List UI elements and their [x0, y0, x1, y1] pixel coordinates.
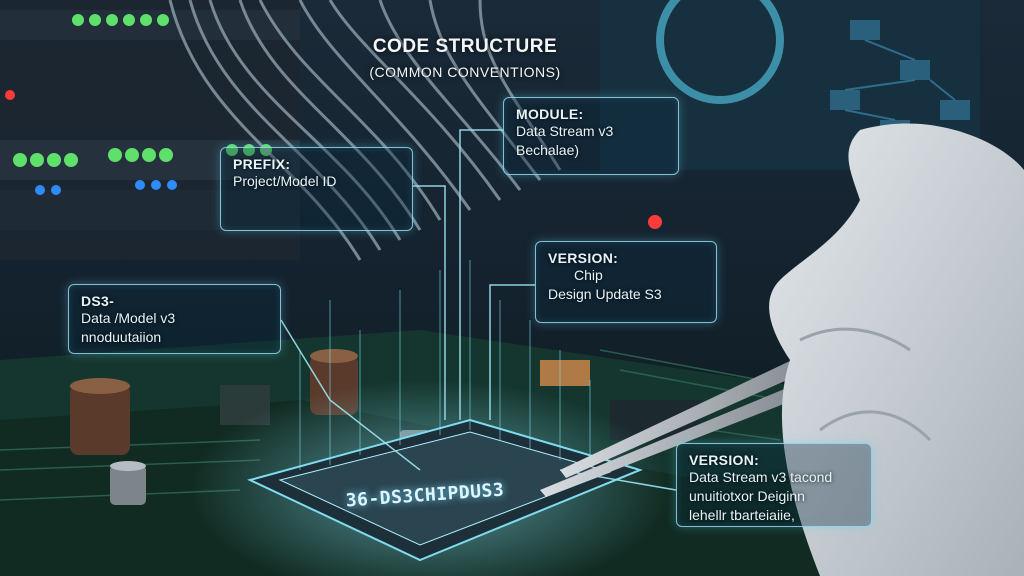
- callout-prefix: PREFIX: Project/Model ID: [220, 147, 413, 231]
- page-title: CODE STRUCTURE: [372, 36, 558, 57]
- callout-line: Data /Model v3: [81, 310, 176, 326]
- chip-icon: [190, 260, 670, 576]
- callout-version: VERSION: Chip Design Update S3: [535, 241, 717, 323]
- callout-label: PREFIX:: [233, 156, 291, 172]
- callout-line: Project/Model ID: [233, 173, 337, 189]
- server-rack-icon: [0, 0, 662, 260]
- callout-line: Design Update S3: [548, 286, 662, 302]
- callout-label: VERSION:: [548, 250, 619, 266]
- callout-label: DS3-: [81, 293, 115, 309]
- callout-label: VERSION:: [689, 452, 760, 468]
- callout-line: Bechalae): [516, 142, 580, 158]
- gloved-hand-icon: [769, 123, 1024, 576]
- callout-module: MODULE: Data Stream v3 Bechalae): [503, 97, 679, 175]
- callout-version-secondary: VERSION: Data Stream v3 tacond unuitiotx…: [676, 443, 872, 527]
- callout-line: nnoduutaiion: [81, 329, 162, 345]
- callout-label: MODULE:: [516, 106, 584, 122]
- callout-line: Data Stream v3: [516, 123, 614, 139]
- callout-line: Chip: [574, 267, 603, 283]
- title-block: CODE STRUCTURE (COMMON CONVENTIONS): [300, 36, 630, 80]
- callout-line: Data Stream v3 tacond: [689, 469, 833, 485]
- callout-line: unuitiotxor Deiginn: [689, 488, 805, 504]
- page-subtitle: (COMMON CONVENTIONS): [369, 64, 561, 80]
- callout-ds3: DS3- Data /Model v3 nnoduutaiion: [68, 284, 281, 354]
- callout-line: lehellr tbarteiaiie,: [689, 507, 795, 523]
